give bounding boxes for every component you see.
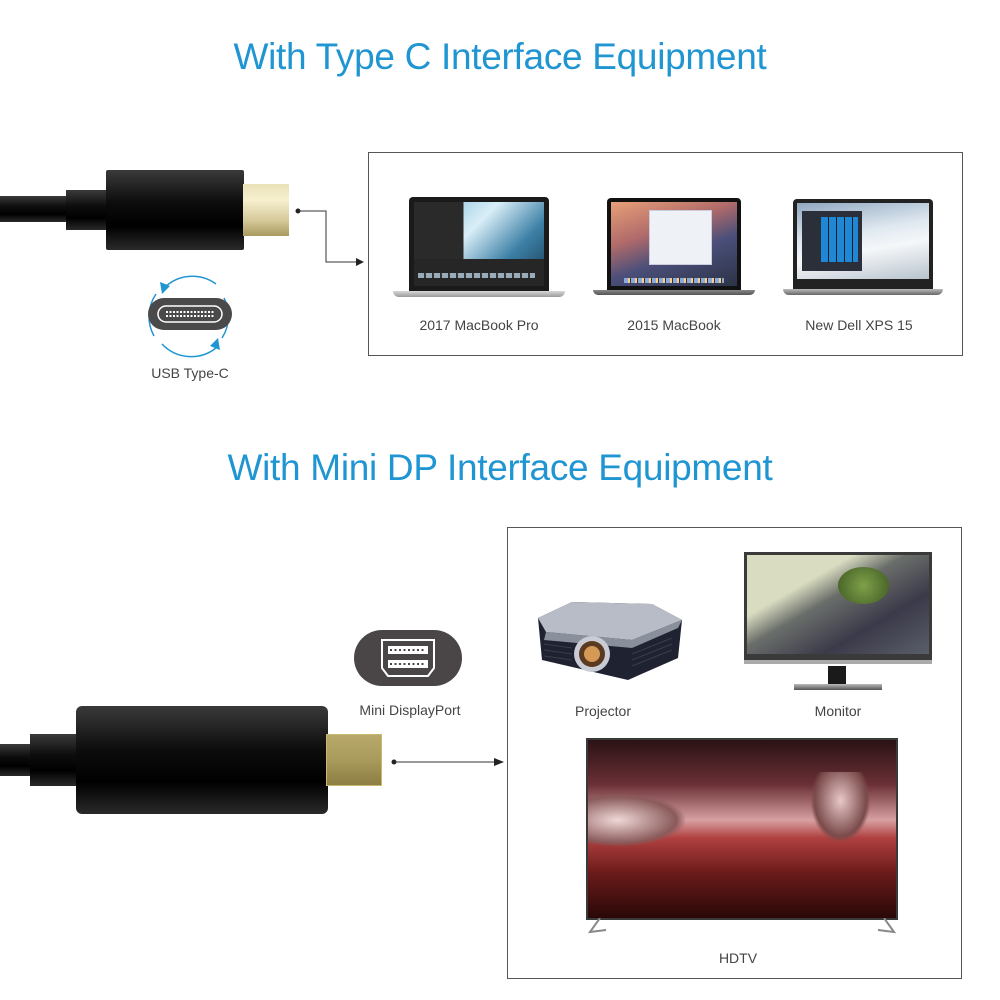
device-label: New Dell XPS 15 (805, 317, 913, 333)
mini-displayport-icon (354, 630, 462, 686)
cable-strain-relief (30, 734, 80, 786)
device-label: Monitor (814, 703, 862, 719)
laptop-base (783, 289, 943, 295)
section-title-type-c: With Type C Interface Equipment (233, 36, 767, 77)
laptop-base (393, 291, 565, 297)
device-label: HDTV (718, 950, 758, 966)
device-macbook-pro (393, 197, 565, 297)
type-c-devices-box: 2017 MacBook Pro 2015 MacBook New Dell X… (368, 152, 963, 356)
laptop-icon (607, 198, 741, 290)
projector-icon (538, 602, 682, 680)
connector-arrow-icon (295, 208, 364, 266)
mini-displayport-label: Mini DisplayPort (359, 702, 461, 718)
cable-cord (0, 744, 34, 776)
device-label: 2017 MacBook Pro (419, 317, 539, 333)
mini-dp-gold-tip (326, 734, 382, 786)
usb-type-c-label: USB Type-C (151, 365, 229, 381)
mini-dp-devices-box: Projector Monitor HDTV (507, 527, 962, 979)
device-dell-xps (783, 199, 943, 295)
section-title-mini-dp: With Mini DP Interface Equipment (227, 447, 773, 488)
laptop-base (593, 290, 755, 295)
device-macbook-2015 (593, 198, 755, 296)
cable-strain-relief (66, 190, 110, 230)
laptop-icon (409, 197, 549, 291)
tv-icon (586, 738, 898, 934)
cable-cord (0, 196, 70, 222)
monitor-icon (744, 552, 932, 692)
connector-arrow-icon (391, 758, 504, 766)
device-label: Projector (574, 703, 632, 719)
usb-c-gold-tip (243, 184, 289, 236)
usb-c-port-icon (148, 275, 232, 358)
device-label: 2015 MacBook (627, 317, 721, 333)
cable-plug-housing (76, 706, 328, 814)
cable-plug-housing (106, 170, 244, 250)
laptop-icon (793, 199, 933, 289)
